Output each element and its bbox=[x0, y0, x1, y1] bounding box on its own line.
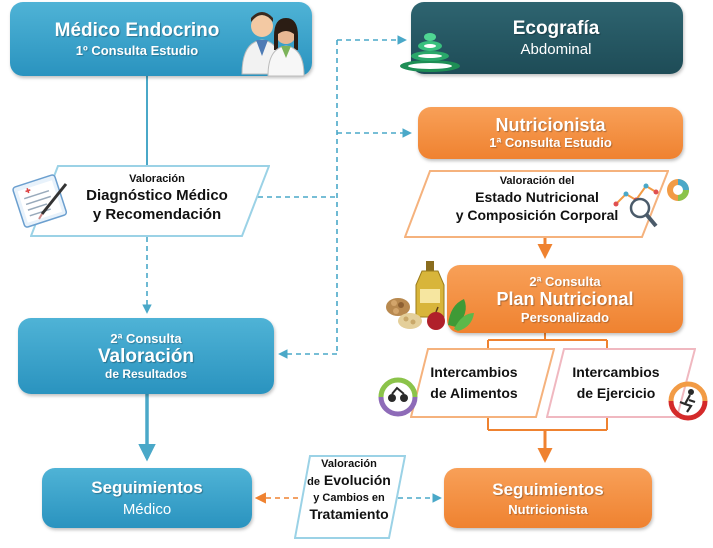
evolucion-line2: de Evolución bbox=[300, 471, 398, 491]
intercambios-alimentos-text: Intercambios de Alimentos bbox=[418, 362, 530, 404]
diagnostico-text: Valoración Diagnóstico Médico y Recomend… bbox=[62, 172, 252, 224]
evolucion-text: Valoración de Evolución y Cambios en Tra… bbox=[300, 457, 398, 523]
estado-line3: y Composición Corporal bbox=[455, 207, 619, 223]
ecografia-subtitle: Abdominal bbox=[520, 40, 592, 58]
seg-medico-title: Seguimientos bbox=[91, 478, 203, 497]
exercise-exchange-icon bbox=[668, 381, 708, 421]
plan-line1: 2ª Consulta bbox=[529, 273, 601, 289]
estado-parallelogram bbox=[404, 170, 669, 238]
ecografia-title: Ecografía bbox=[512, 17, 600, 39]
alimentos-line1: Intercambios bbox=[430, 364, 518, 380]
alimentos-line2: de Alimentos bbox=[430, 385, 518, 401]
evolucion-line1: Valoración bbox=[321, 458, 377, 470]
evolucion-line4: Tratamiento bbox=[309, 506, 389, 522]
evolucion-line2b: Evolución bbox=[323, 472, 391, 488]
plan-nutricional-box: 2ª Consulta Plan Nutricional Personaliza… bbox=[447, 265, 683, 333]
food-exchange-icon bbox=[378, 377, 418, 417]
evolucion-line3: y Cambios en bbox=[313, 492, 385, 504]
medico-title: Médico Endocrino bbox=[54, 20, 220, 41]
food-icon bbox=[386, 261, 474, 331]
seg-nutri-title: Seguimientos bbox=[492, 480, 604, 499]
seg-medico-subtitle: Médico bbox=[122, 501, 172, 518]
intercambios-ejercicio-text: Intercambios de Ejercicio bbox=[560, 362, 672, 404]
evolucion-line2a: de bbox=[307, 476, 321, 488]
estado-text: Valoración del Estado Nutricional y Comp… bbox=[432, 174, 642, 224]
ejercicio-line1: Intercambios bbox=[572, 364, 660, 380]
ejercicio-line2: de Ejercicio bbox=[576, 385, 656, 401]
medico-subtitle: 1º Consulta Estudio bbox=[75, 43, 199, 58]
diagnostico-line2: Diagnóstico Médico bbox=[86, 187, 228, 204]
analytics-icon bbox=[613, 179, 689, 228]
diagnostico-line3: y Recomendación bbox=[92, 206, 222, 223]
seguimientos-medico-box: Seguimientos Médico bbox=[42, 468, 252, 528]
nutricionista-title: Nutricionista bbox=[495, 115, 606, 135]
clipboard-icon bbox=[12, 174, 68, 228]
ultrasound-icon bbox=[400, 33, 460, 72]
estado-line2: Estado Nutricional bbox=[475, 189, 599, 205]
valoracion2-line3: de Resultados bbox=[104, 366, 188, 381]
nutricionista-subtitle: 1ª Consulta Estudio bbox=[489, 135, 612, 150]
valoracion2-line2: Valoración bbox=[97, 345, 195, 367]
seguimientos-nutricionista-box: Seguimientos Nutricionista bbox=[444, 468, 652, 528]
plan-line3: Personalizado bbox=[520, 309, 610, 325]
estado-line1: Valoración del bbox=[499, 175, 575, 187]
plan-line2: Plan Nutricional bbox=[496, 288, 634, 309]
nutricionista-box: Nutricionista 1ª Consulta Estudio bbox=[418, 107, 683, 159]
doctors-icon bbox=[241, 12, 305, 77]
valoracion-resultados-box: 2ª Consulta Valoración de Resultados bbox=[18, 318, 274, 394]
diagnostico-line1: Valoración bbox=[129, 173, 185, 185]
evolucion-parallelogram bbox=[294, 455, 406, 539]
seg-nutri-subtitle: Nutricionista bbox=[508, 502, 588, 517]
ecografia-box: Ecografía Abdominal bbox=[411, 2, 683, 74]
valoracion2-line1: 2ª Consulta bbox=[110, 330, 182, 346]
